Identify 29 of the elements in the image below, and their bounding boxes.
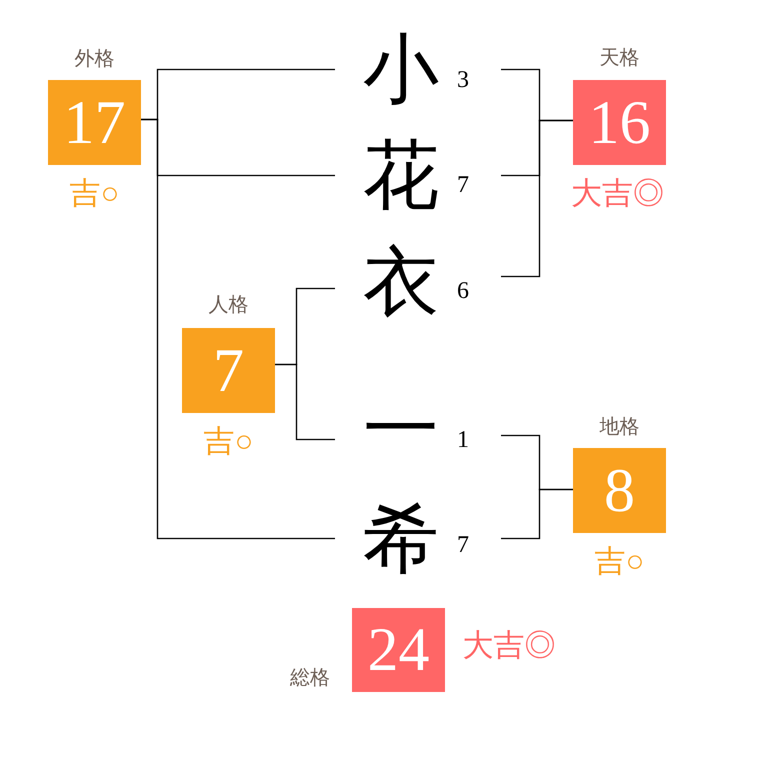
fortune-label: 吉○ — [70, 178, 120, 208]
score-box: 7 — [182, 328, 275, 413]
category-label: 外格 — [74, 49, 114, 69]
score-box: 24 — [352, 608, 445, 692]
fortune-label: 吉○ — [204, 426, 254, 456]
kanji-character: 一 — [363, 392, 439, 468]
score-box: 16 — [573, 80, 666, 165]
kanji-character: 花 — [363, 138, 439, 214]
score-box: 8 — [573, 448, 666, 533]
fortune-label: 吉○ — [594, 546, 644, 576]
score-box: 17 — [48, 80, 141, 165]
stroke-count: 6 — [457, 279, 469, 303]
category-label: 人格 — [208, 295, 248, 315]
bracket-line — [141, 118, 335, 540]
kanji-character: 衣 — [363, 245, 439, 321]
category-label: 総格 — [290, 668, 330, 688]
kanji-character: 希 — [363, 502, 439, 578]
bracket-line — [275, 364, 335, 440]
stroke-count: 7 — [457, 173, 469, 197]
stroke-count: 1 — [457, 428, 469, 452]
category-label: 地格 — [600, 417, 640, 437]
bracket-line — [501, 120, 573, 278]
stroke-count: 7 — [457, 533, 469, 557]
category-label: 天格 — [600, 48, 640, 68]
kanji-character: 小 — [363, 32, 439, 108]
fortune-label: 大吉◎ — [571, 178, 664, 208]
bracket-line — [501, 488, 573, 540]
fortune-label: 大吉◎ — [462, 630, 556, 660]
stroke-count: 3 — [457, 68, 469, 92]
